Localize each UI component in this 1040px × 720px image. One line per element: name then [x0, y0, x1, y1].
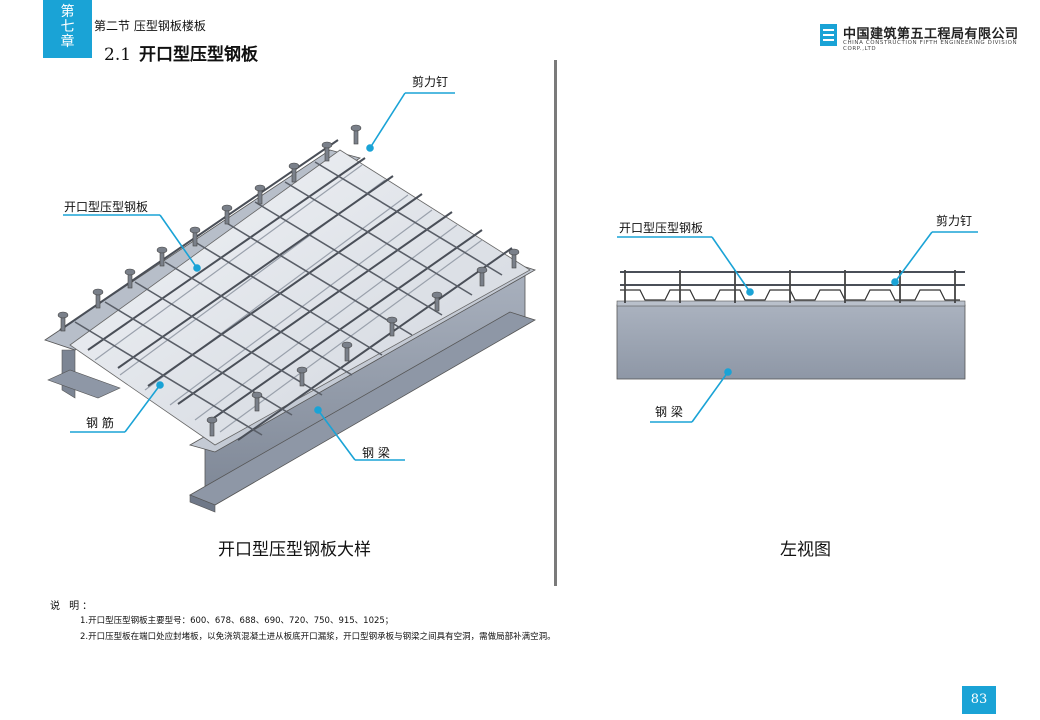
section-title: 第二节 压型钢板楼板 — [94, 19, 206, 33]
figure-divider — [554, 60, 557, 586]
left-figure-caption: 开口型压型钢板大样 — [218, 540, 371, 560]
rebars-side — [620, 271, 965, 286]
chapter-char-3: 章 — [60, 34, 75, 50]
chapter-char-2: 七 — [60, 19, 75, 35]
page-heading: 2.1 开口型压型钢板 — [104, 40, 258, 65]
isometric-deck-drawing — [44, 92, 536, 513]
label-open-deck-side: 开口型压型钢板 — [619, 221, 704, 235]
label-shear-stud-side: 剪力钉 — [936, 214, 973, 228]
company-name-en: CHINA CONSTRUCTION FIFTH ENGINEERING DIV… — [843, 40, 1018, 52]
steel-beam-side — [616, 304, 966, 380]
label-rebar: 钢 筋 — [86, 416, 114, 430]
side-view-drawing — [616, 231, 978, 423]
label-open-deck: 开口型压型钢板 — [64, 200, 149, 214]
notes-title: 说 明： — [50, 601, 96, 612]
company-name-cn: 中国建筑第五工程局有限公司 — [843, 27, 1019, 42]
company-logo-icon — [820, 24, 837, 46]
heading-title: 开口型压型钢板 — [139, 45, 259, 65]
note-item: 2.开口压型板在端口处应封堵板，以免浇筑混凝土进从板底开口漏浆，开口型钢承板与钢… — [80, 632, 556, 642]
deck-surface — [69, 149, 531, 446]
heading-number: 2.1 — [104, 45, 132, 65]
shear-studs-left — [57, 124, 362, 332]
shear-studs-main — [206, 248, 520, 437]
chapter-tab: 第 七 章 — [43, 0, 92, 58]
rebars-longitudinal — [59, 139, 513, 441]
leader-lines-left — [63, 92, 455, 461]
shear-studs-side — [624, 270, 956, 303]
label-steel-beam: 钢 梁 — [362, 446, 390, 460]
leader-lines-right — [617, 231, 978, 423]
right-figure-caption: 左视图 — [780, 540, 831, 560]
page-number: 83 — [962, 686, 996, 714]
chapter-char-1: 第 — [60, 4, 75, 20]
label-shear-stud: 剪力钉 — [412, 75, 449, 89]
label-steel-beam-side: 钢 梁 — [655, 405, 683, 419]
note-item: 1.开口型压型钢板主要型号：600、678、688、690、720、750、91… — [80, 616, 394, 626]
rebars-transverse — [74, 161, 503, 436]
